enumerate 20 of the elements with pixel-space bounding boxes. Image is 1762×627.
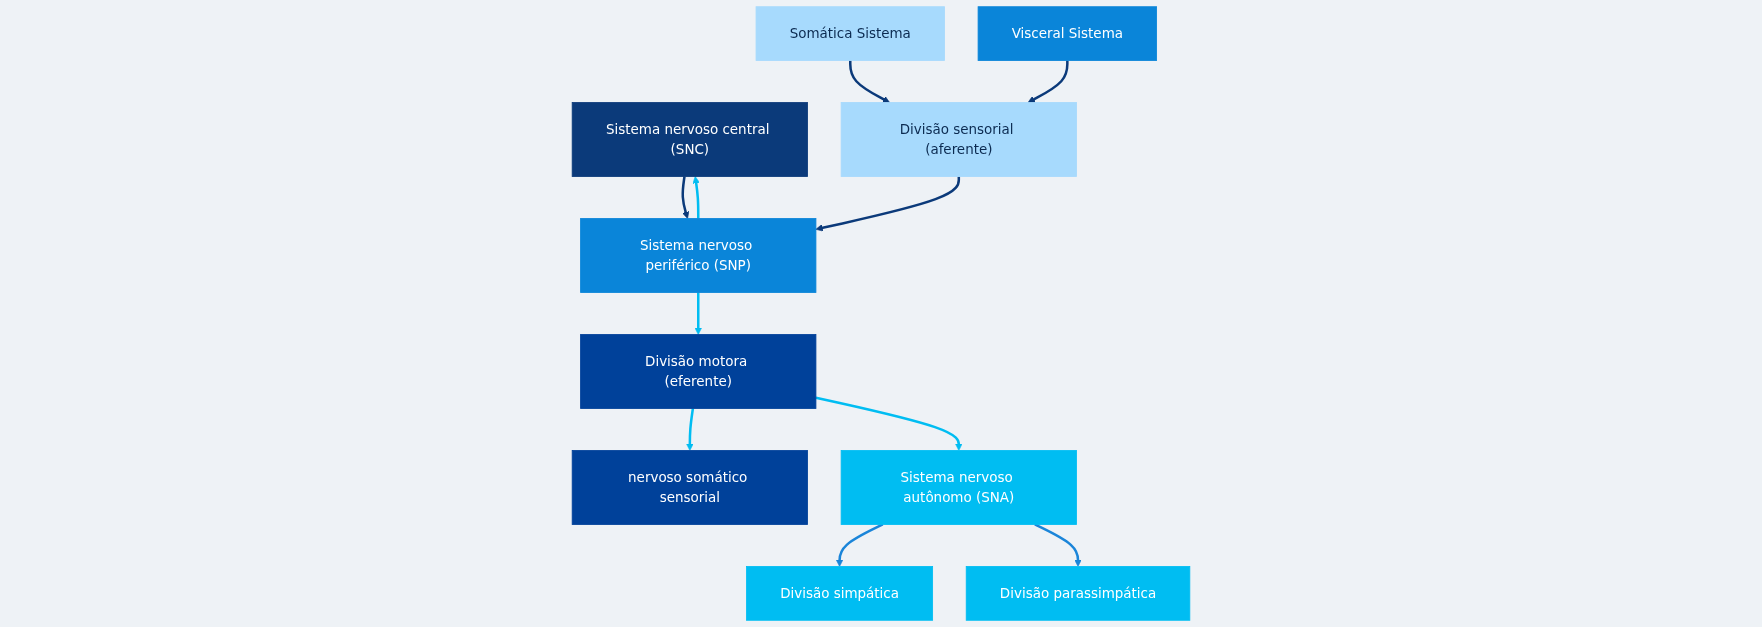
arrow (849, 60, 890, 103)
arrow (692, 176, 700, 219)
node-box: Sistema nervoso autônomo (SNA) (840, 450, 1077, 525)
node-box: Sistema nervoso central (SNC) (571, 102, 808, 177)
node-box: Sistema nervoso periférico (SNP) (580, 218, 817, 293)
node-box: Divisão simpática (746, 566, 933, 621)
arrow (835, 523, 884, 567)
node-box: Visceral Sistema (977, 6, 1157, 61)
arrow (1027, 60, 1069, 103)
node-box: nervoso somático sensorial (571, 450, 808, 525)
arrow (694, 292, 702, 335)
arrow (681, 176, 690, 219)
node-box: Divisão motora (eferente) (580, 334, 817, 409)
arrow (815, 176, 961, 232)
arrow (686, 408, 695, 451)
node-box: Divisão sensorial (aferente) (840, 102, 1077, 177)
arrow (815, 396, 963, 451)
arrow (1034, 523, 1082, 567)
node-box: Somática Sistema (755, 6, 945, 61)
node-box: Divisão parassimpática (965, 566, 1191, 621)
